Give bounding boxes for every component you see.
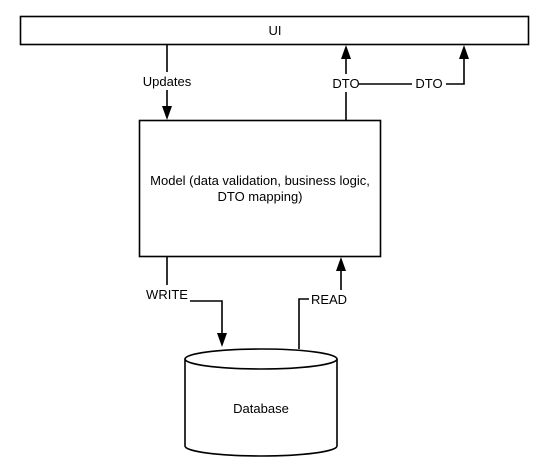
edge-read-arrowhead: [336, 257, 346, 271]
edge-dto-side: DTO: [359, 45, 469, 92]
edge-updates-label: Updates: [143, 74, 192, 89]
model-label-line1: Model (data validation, business logic,: [150, 173, 370, 188]
edge-dto-up-arrowhead: [341, 45, 351, 59]
edge-write-arrowhead: [217, 333, 227, 347]
edge-dto-up: DTO: [329, 45, 363, 120]
ui-node: UI: [19, 15, 530, 46]
edge-dto-side-arrowhead: [459, 45, 469, 59]
edge-write-label: WRITE: [146, 287, 188, 302]
edge-read: READ: [298, 257, 349, 349]
edge-updates-arrowhead: [162, 106, 172, 120]
database-node: Database: [184, 348, 338, 457]
edge-read-label: READ: [311, 292, 347, 307]
model-node: Model (data validation, business logic, …: [138, 119, 382, 258]
edge-dto-up-label: DTO: [332, 76, 359, 91]
edge-write: WRITE: [144, 257, 227, 347]
edge-dto-side-label: DTO: [415, 76, 442, 91]
edge-updates: Updates: [140, 45, 196, 120]
model-label-line2: DTO mapping): [217, 189, 302, 204]
ui-label: UI: [269, 23, 282, 38]
database-label: Database: [233, 401, 289, 416]
